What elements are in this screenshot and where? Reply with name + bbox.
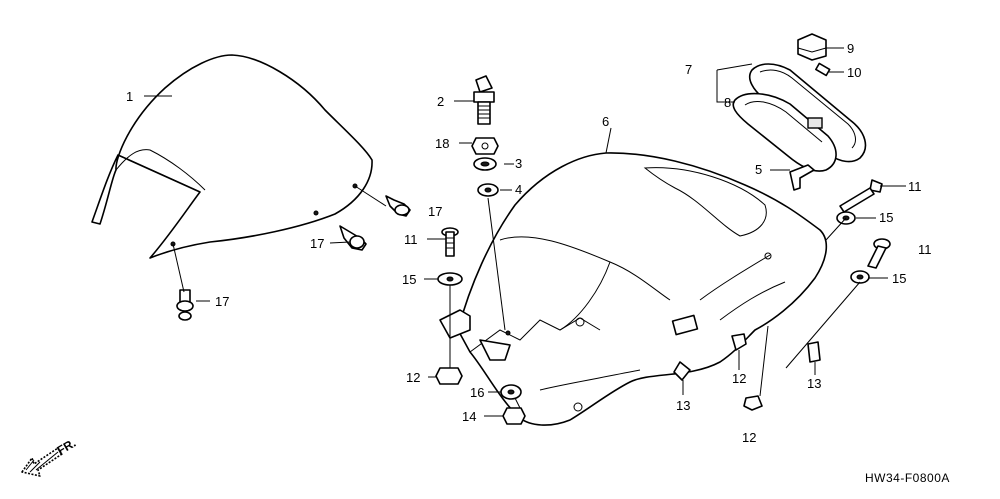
nut-12-middle[interactable] — [731, 333, 747, 351]
rear-cowl-part[interactable] — [439, 152, 828, 426]
clip-13-right[interactable] — [807, 341, 821, 363]
grab-rail-part[interactable] — [732, 63, 867, 172]
callout-17: 17 — [310, 236, 324, 251]
washer-15-right[interactable] — [850, 270, 870, 284]
callout-6: 6 — [602, 114, 609, 129]
nut-14-part[interactable] — [502, 407, 526, 425]
screw-10-part[interactable] — [815, 62, 831, 77]
callout-12: 12 — [742, 430, 756, 445]
callout-18: 18 — [435, 136, 449, 151]
callout-16: 16 — [470, 385, 484, 400]
nut-16-part[interactable] — [500, 384, 522, 400]
callout-17: 17 — [428, 204, 442, 219]
nut-12-lower[interactable] — [743, 395, 763, 411]
callout-15: 15 — [402, 272, 416, 287]
callout-12: 12 — [406, 370, 420, 385]
callout-13: 13 — [807, 376, 821, 391]
bolt-11-upper-right[interactable] — [839, 179, 883, 213]
washer-15-left[interactable] — [437, 272, 463, 286]
callout-7: 7 — [685, 62, 692, 77]
nut-12-left[interactable] — [435, 367, 463, 385]
callout-11: 11 — [908, 179, 922, 194]
clip-part[interactable] — [797, 33, 827, 61]
seat-part[interactable] — [91, 54, 373, 259]
grommet-3-part[interactable] — [473, 157, 497, 171]
leader-lines — [144, 47, 906, 417]
front-arrow: FR. — [21, 436, 78, 477]
fastener-17-middle[interactable] — [339, 225, 367, 251]
callout-5: 5 — [755, 162, 762, 177]
bolt-11-left[interactable] — [441, 227, 459, 257]
callout-15: 15 — [879, 210, 893, 225]
callout-4: 4 — [515, 182, 522, 197]
callout-8: 8 — [724, 95, 731, 110]
bolt-2-part[interactable] — [473, 75, 495, 125]
callout-12: 12 — [732, 371, 746, 386]
clip-13-middle[interactable] — [673, 361, 691, 381]
callout-15: 15 — [892, 271, 906, 286]
callout-10: 10 — [847, 65, 861, 80]
washer-4-part[interactable] — [477, 183, 499, 197]
callout-11: 11 — [918, 242, 932, 257]
callout-labels: 1 2 18 3 4 17 17 17 11 15 12 16 14 6 13 … — [126, 41, 932, 445]
callout-14: 14 — [462, 409, 476, 424]
callout-1: 1 — [126, 89, 133, 104]
fastener-17-upper[interactable] — [385, 195, 411, 217]
bolt-11-right[interactable] — [867, 238, 891, 269]
callout-13: 13 — [676, 398, 690, 413]
callout-3: 3 — [515, 156, 522, 171]
callout-17: 17 — [215, 294, 229, 309]
bracket-5-part[interactable] — [789, 164, 815, 191]
callout-11: 11 — [404, 232, 418, 247]
fastener-17-lower[interactable] — [176, 289, 194, 321]
callout-2: 2 — [437, 94, 444, 109]
diagram-code: HW34-F0800A — [865, 471, 950, 485]
nut-18-part[interactable] — [471, 137, 499, 155]
callout-9: 9 — [847, 41, 854, 56]
